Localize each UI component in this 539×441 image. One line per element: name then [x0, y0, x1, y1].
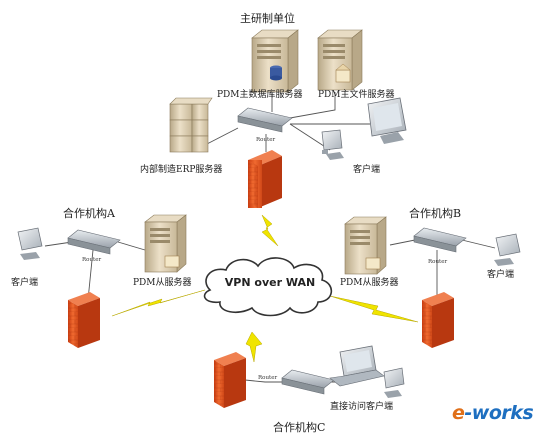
client-a-label: 客户端: [11, 278, 39, 288]
client-main-monitor-icon: [367, 97, 407, 144]
lightning-bolt-c: [245, 331, 263, 363]
erp-server-icon: [169, 97, 213, 153]
firewall-b-icon: [422, 292, 454, 348]
firewall-c-icon: [214, 352, 246, 408]
pdm-file-server-icon: [317, 29, 363, 91]
pdm-db-server-icon: [251, 29, 299, 93]
firewall-a-icon: [68, 292, 100, 348]
line-firewall-c-router: [244, 379, 290, 383]
client-b-icon: [494, 233, 521, 266]
line-server-b-router: [389, 239, 416, 246]
router-main-label: Router: [256, 137, 276, 143]
line-fileserver-router: [289, 92, 336, 119]
site-c-label: 合作机构C: [273, 421, 326, 434]
vpn-cloud-label: VPN over WAN: [224, 276, 316, 289]
site-b-label: 合作机构B: [409, 207, 462, 220]
pdm-db-server-label: PDM主数据库服务器: [217, 90, 303, 100]
direct-client-label: 直接访问客户端: [330, 402, 394, 412]
client-a-icon: [17, 227, 43, 260]
firewall-main-icon: [248, 150, 282, 208]
router-b-label: Router: [428, 259, 448, 265]
line-erp-router: [204, 127, 239, 146]
eworks-logo: e-works: [452, 402, 534, 424]
lightning-bolt-b: [329, 295, 419, 323]
wan-links: [111, 214, 419, 363]
site-main-label: 主研制单位: [240, 12, 295, 25]
router-a-label: Router: [82, 257, 102, 263]
router-c-icon: [281, 369, 335, 395]
lightning-bolt-a: [111, 289, 206, 317]
vpn-cloud: [203, 257, 333, 317]
router-a-icon: [67, 229, 121, 255]
laptop-c-icon: [329, 345, 385, 387]
pdm-slave-server-a-icon: [144, 214, 187, 273]
router-main-icon: [237, 107, 293, 133]
erp-server-label: 内部制造ERP服务器: [140, 165, 223, 175]
client-main-icon: [321, 129, 344, 160]
router-c-label: Router: [258, 375, 278, 381]
line-router-a-firewall: [87, 249, 94, 301]
router-b-icon: [413, 227, 467, 253]
pdm-slave-server-b-icon: [344, 216, 387, 275]
client-b-label: 客户端: [487, 270, 515, 280]
client-c-icon: [383, 367, 405, 398]
line-router-a-server: [117, 241, 146, 251]
client-main-label: 客户端: [353, 165, 381, 175]
pdm-slave-b-label: PDM从服务器: [340, 278, 399, 288]
pdm-slave-a-label: PDM从服务器: [133, 278, 192, 288]
line-router-b-client: [461, 239, 496, 249]
site-a-label: 合作机构A: [63, 207, 115, 220]
lightning-bolt-main: [261, 214, 279, 247]
pdm-file-server-label: PDM主文件服务器: [318, 90, 395, 100]
line-client-a-router: [44, 241, 73, 247]
